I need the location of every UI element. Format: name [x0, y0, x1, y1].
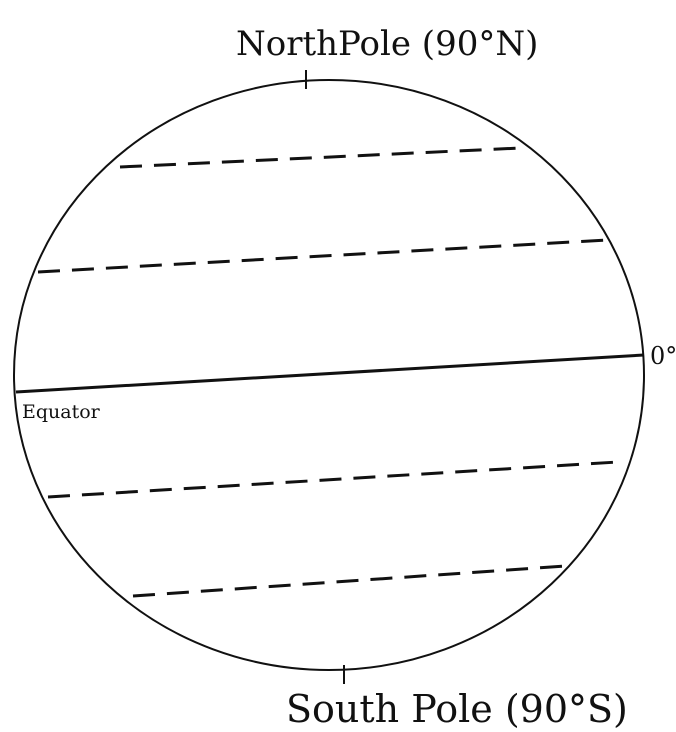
latitude-line-north-high — [119, 146, 521, 169]
equator-line — [15, 353, 645, 394]
latitude-line-south-high — [47, 460, 619, 499]
north-pole-label: NorthPole (90°N) — [236, 24, 538, 64]
equator-degree-label: 0° — [650, 342, 676, 370]
equator-label: Equator — [22, 401, 101, 423]
latitude-line-south-low — [132, 564, 567, 598]
south-pole-label: South Pole (90°S) — [286, 687, 628, 731]
globe-outline — [13, 79, 645, 671]
latitude-line-north-low — [37, 238, 609, 274]
